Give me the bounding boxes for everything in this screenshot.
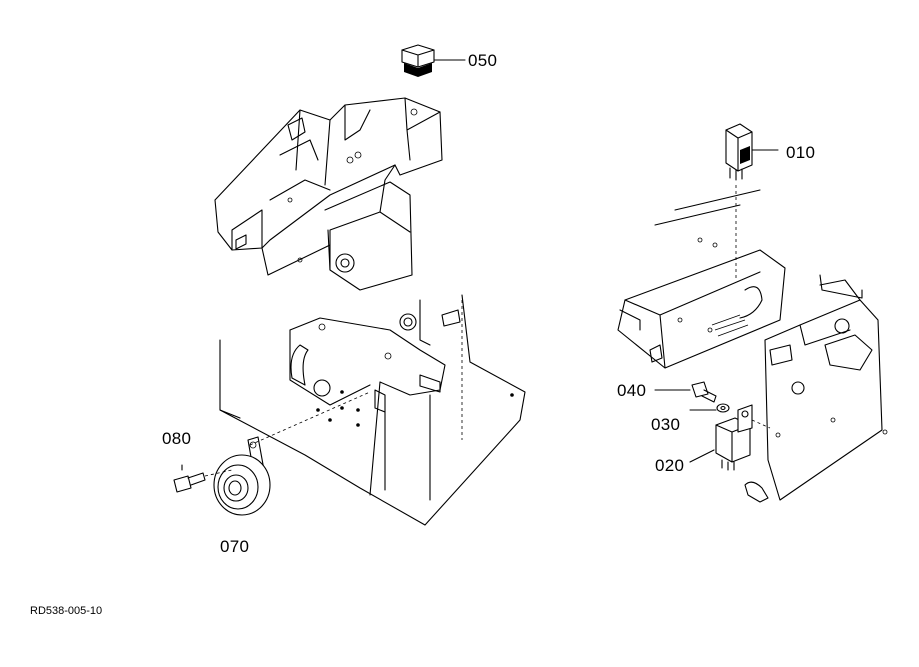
callout-070: 070 [220,537,250,556]
right-frame-rail [617,189,786,369]
part-070-horn-drawing[interactable] [213,436,271,516]
right-bracket-plate [744,274,888,503]
part-080-bolt-drawing[interactable] [173,464,233,493]
callout-030: 030 [651,415,681,434]
part-020-relay-drawing[interactable] [689,404,771,471]
callout-080: 080 [162,429,192,448]
part-030-washer-drawing[interactable] [689,403,730,413]
part-010-relay-drawing[interactable] [725,123,779,280]
callout-020: 020 [655,456,685,475]
drawing-reference: RD538-005-10 [30,605,103,617]
callout-040: 040 [617,381,647,400]
upper-frame-bracket [214,97,443,291]
lower-frame-panel [219,294,526,526]
callout-050: 050 [468,51,498,70]
callout-010: 010 [786,143,816,162]
part-050-relay-drawing[interactable] [401,44,466,77]
part-040-bolt-drawing[interactable] [654,381,717,403]
